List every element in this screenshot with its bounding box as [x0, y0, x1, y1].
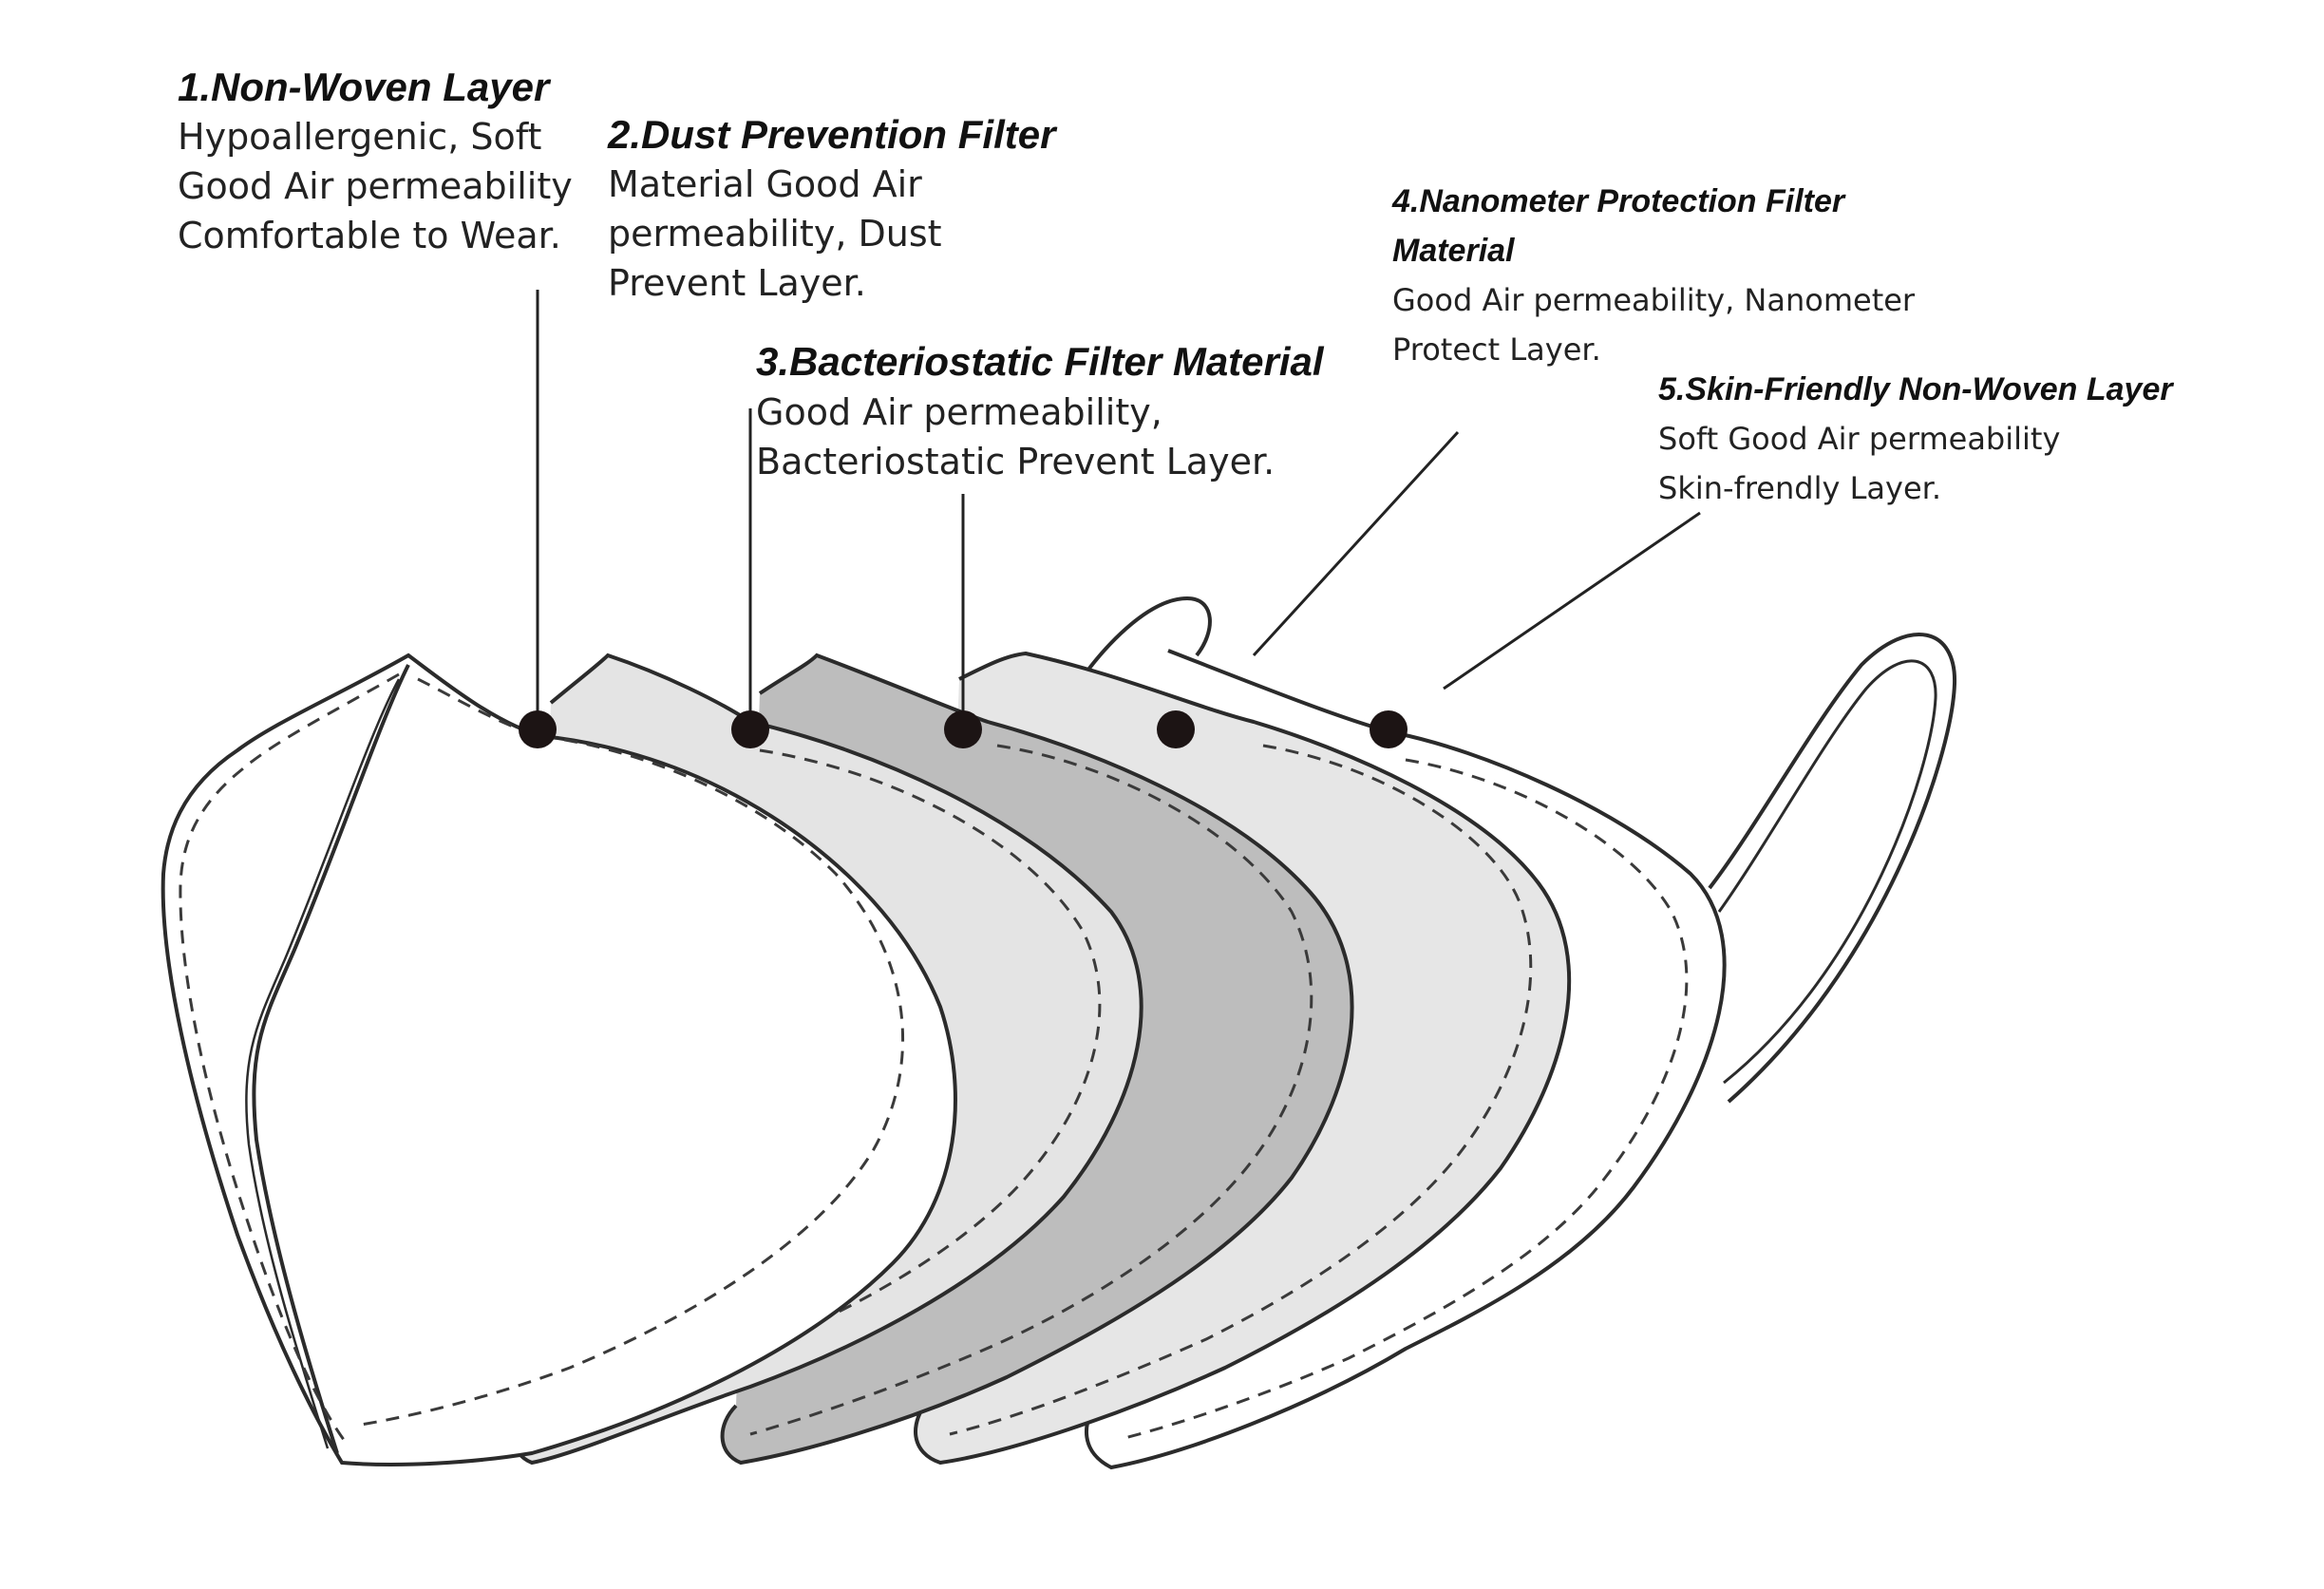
- layer-5-stitching: [1120, 758, 1689, 1441]
- layer-2-title: 2.Dust Prevention Filter: [608, 112, 1056, 157]
- leader-line-4: [1252, 430, 1460, 657]
- layer-5-label: 5.Skin-Friendly Non-Woven Layer Soft Goo…: [1658, 365, 2173, 513]
- layer-5-desc-line-2: Skin-frendly Layer.: [1658, 470, 1942, 506]
- layer-1-desc-line-2: Good Air permeability: [178, 165, 573, 207]
- layer-5-title: 5.Skin-Friendly Non-Woven Layer: [1658, 371, 2173, 407]
- layer-4-label: 4.Nanometer Protection Filter Material G…: [1392, 177, 1915, 374]
- layer-4-stitching: [949, 744, 1533, 1436]
- leader-line-5: [1443, 511, 1701, 690]
- layer-1-title: 1.Non-Woven Layer: [178, 65, 550, 109]
- ear-loop-right: [1708, 632, 1957, 1104]
- layer-2-desc-line-1: Material Good Air: [608, 163, 922, 205]
- layer-3-stitching: [749, 744, 1313, 1436]
- marker-dot-5: [1370, 710, 1408, 748]
- layer-1-nose-fold-inner: [245, 678, 401, 1449]
- layer-3-desc-line-1: Good Air permeability,: [756, 391, 1162, 433]
- marker-dot-1: [519, 710, 557, 748]
- layer-3-title: 3.Bacteriostatic Filter Material: [756, 339, 1324, 384]
- layer-1-non-woven: [161, 653, 957, 1466]
- marker-dot-3: [944, 710, 982, 748]
- layer-1-label: 1.Non-Woven Layer Hypoallergenic, Soft G…: [178, 63, 573, 260]
- layer-2-desc-line-3: Prevent Layer.: [608, 262, 866, 304]
- layer-4-title-line-1: 4.Nanometer Protection Filter: [1392, 183, 1845, 219]
- layer-1-desc-line-3: Comfortable to Wear.: [178, 215, 561, 256]
- layer-1-nose-fold: [252, 664, 410, 1454]
- layer-2-desc-line-2: permeability, Dust: [608, 213, 942, 255]
- layer-2-label: 2.Dust Prevention Filter Material Good A…: [608, 110, 1055, 308]
- ear-loop-left: [1067, 596, 1212, 700]
- layer-1-desc-line-1: Hypoallergenic, Soft: [178, 116, 542, 158]
- layer-3-desc-line-2: Bacteriostatic Prevent Layer.: [756, 441, 1275, 482]
- marker-dot-2: [731, 710, 769, 748]
- layer-4-desc-line-1: Good Air permeability, Nanometer: [1392, 282, 1916, 318]
- layer-5-desc-line-1: Soft Good Air permeability: [1658, 421, 2061, 457]
- layer-1-edge-stitching: [179, 672, 400, 1445]
- layer-3-label: 3.Bacteriostatic Filter Material Good Ai…: [756, 336, 1324, 486]
- ear-loop-right-inner: [1717, 659, 1937, 1085]
- layer-4-title-line-2: Material: [1392, 233, 1515, 269]
- layer-4-desc-line-2: Protect Layer.: [1392, 331, 1601, 368]
- marker-dot-4: [1157, 710, 1195, 748]
